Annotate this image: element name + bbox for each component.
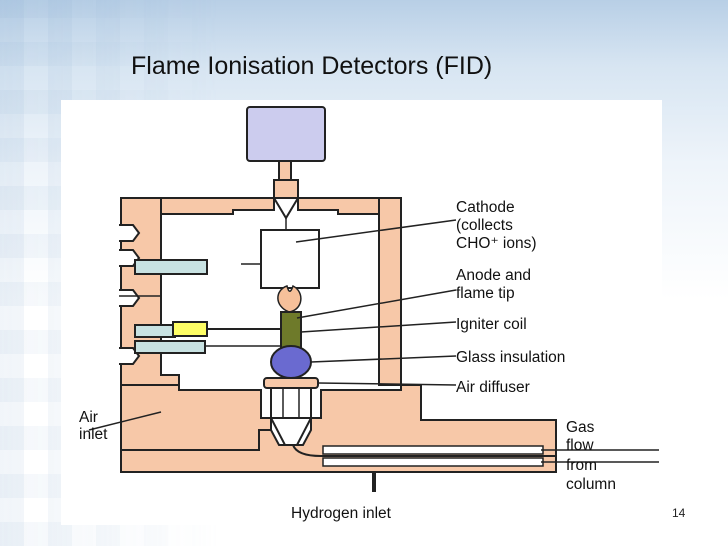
label-igniter: Igniter coil <box>456 316 527 333</box>
left-ribs <box>119 224 141 365</box>
hydrogen-stem <box>372 472 376 492</box>
label-gas-3: from <box>566 457 597 474</box>
teal-bar-3 <box>134 340 206 354</box>
right-wall <box>351 197 402 386</box>
top-cap <box>246 106 326 162</box>
cathode <box>260 229 320 289</box>
top-bar <box>160 197 275 215</box>
label-cathode-3: CHO⁺ ions) <box>456 235 537 252</box>
label-air-2: inlet <box>79 426 108 443</box>
label-gas-4: column <box>566 476 616 493</box>
flame-tip <box>277 284 302 313</box>
gas-tube <box>292 444 556 457</box>
label-hydrogen: Hydrogen inlet <box>291 505 392 522</box>
air-diffuser <box>263 377 319 389</box>
label-air-1: Air <box>79 409 98 426</box>
teal-bar-2 <box>134 324 176 338</box>
label-anode-2: flame tip <box>456 285 515 302</box>
igniter-box <box>172 321 208 337</box>
cap-neck <box>273 179 299 199</box>
label-gas-2: flow <box>566 437 594 454</box>
glass-insulation <box>270 345 312 379</box>
label-anode-1: Anode and <box>456 267 531 284</box>
jet-funnel <box>269 417 313 446</box>
label-glass: Glass insulation <box>456 349 565 366</box>
teal-bar-1 <box>134 259 208 275</box>
top-bar-right <box>297 197 380 215</box>
label-diffuser: Air diffuser <box>456 379 530 396</box>
label-cathode-2: (collects <box>456 217 513 234</box>
slide-title: Flame Ionisation Detectors (FID) <box>131 52 493 80</box>
label-cathode-1: Cathode <box>456 199 515 216</box>
lower-body <box>120 384 272 451</box>
slide-number: 14 <box>672 506 686 520</box>
fid-diagram: Cathode (collects CHO⁺ ions) Anode and f… <box>61 100 662 525</box>
label-gas-1: Gas <box>566 419 595 436</box>
